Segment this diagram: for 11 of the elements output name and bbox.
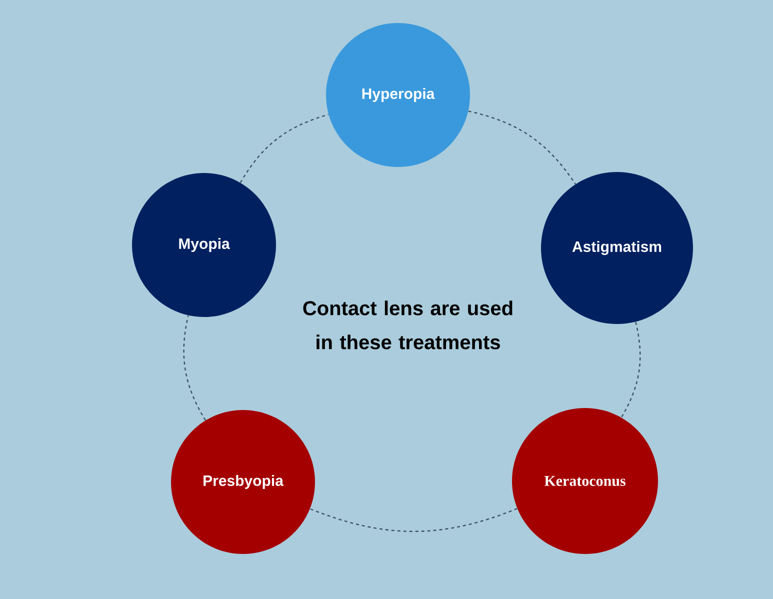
- circle-node: Astigmatism: [541, 172, 693, 324]
- dashed-arc: [240, 114, 329, 183]
- dashed-arc: [468, 110, 576, 184]
- dashed-arc: [310, 508, 518, 532]
- circle-node: Hyperopia: [326, 23, 470, 167]
- dashed-arc: [620, 322, 641, 418]
- dashed-arc: [183, 315, 206, 421]
- circle-node: Presbyopia: [171, 410, 315, 554]
- circle-node: Keratoconus: [512, 408, 658, 554]
- circle-node: Myopia: [132, 173, 276, 317]
- center-text: Contact lens are used in these treatments: [303, 300, 512, 350]
